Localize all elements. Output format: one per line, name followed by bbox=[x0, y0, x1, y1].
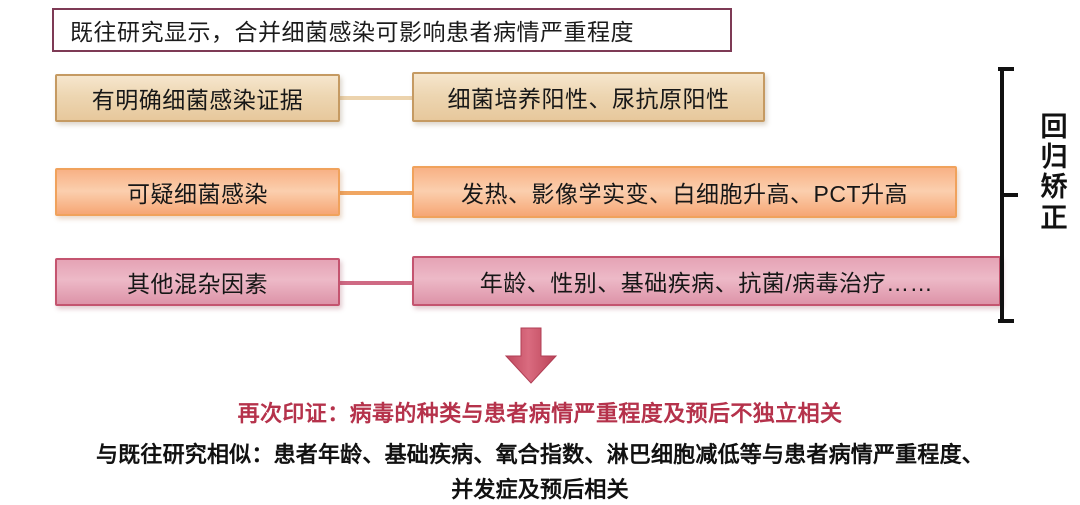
connector-line-evidence bbox=[330, 96, 422, 100]
grouping-brace-label-char-3: 矫 bbox=[1040, 172, 1068, 203]
summary-banner: 既往研究显示，合并细菌感染可影响患者病情严重程度 bbox=[52, 8, 732, 52]
grouping-brace-label-char-4: 正 bbox=[1040, 202, 1068, 233]
left-box-evidence: 有明确细菌感染证据 bbox=[55, 74, 340, 122]
grouping-brace-label-char-2: 归 bbox=[1040, 142, 1068, 173]
right-box-evidence: 细菌培养阳性、尿抗原阳性 bbox=[412, 72, 765, 122]
right-box-suspected: 发热、影像学实变、白细胞升高、PCT升高 bbox=[412, 166, 957, 218]
conclusion-body-line-2: 并发症及预后相关 bbox=[451, 477, 629, 502]
grouping-brace-label-char-1: 回 bbox=[1040, 112, 1068, 142]
right-box-confounders-label: 年龄、性别、基础疾病、抗菌/病毒治疗…… bbox=[479, 270, 934, 296]
grouping-brace-label: 回 归 矫 正 bbox=[1034, 112, 1074, 233]
left-box-confounders: 其他混杂因素 bbox=[55, 258, 340, 306]
grouping-brace bbox=[996, 66, 1030, 324]
connector-line-confounders bbox=[330, 281, 422, 285]
conclusion-highlight: 再次印证：病毒的种类与患者病情严重程度及预后不独立相关 bbox=[237, 401, 843, 426]
left-box-suspected: 可疑细菌感染 bbox=[55, 168, 340, 216]
left-box-evidence-label: 有明确细菌感染证据 bbox=[91, 87, 304, 113]
right-box-suspected-label: 发热、影像学实变、白细胞升高、PCT升高 bbox=[461, 181, 908, 207]
flow-arrow bbox=[498, 326, 564, 386]
summary-banner-text: 既往研究显示，合并细菌感染可影响患者病情严重程度 bbox=[70, 19, 634, 45]
left-box-confounders-label: 其他混杂因素 bbox=[127, 271, 268, 297]
conclusion-body-line-1: 与既往研究相似：患者年龄、基础疾病、氧合指数、淋巴细胞减低等与患者病情严重程度、 bbox=[95, 442, 984, 467]
right-box-confounders: 年龄、性别、基础疾病、抗菌/病毒治疗…… bbox=[412, 256, 1001, 306]
left-box-suspected-label: 可疑细菌感染 bbox=[127, 181, 268, 207]
grouping-brace-icon bbox=[998, 67, 1018, 323]
right-box-evidence-label: 细菌培养阳性、尿抗原阳性 bbox=[447, 86, 730, 112]
connector-line-suspected bbox=[330, 191, 422, 195]
arrow-down-icon bbox=[504, 327, 558, 384]
